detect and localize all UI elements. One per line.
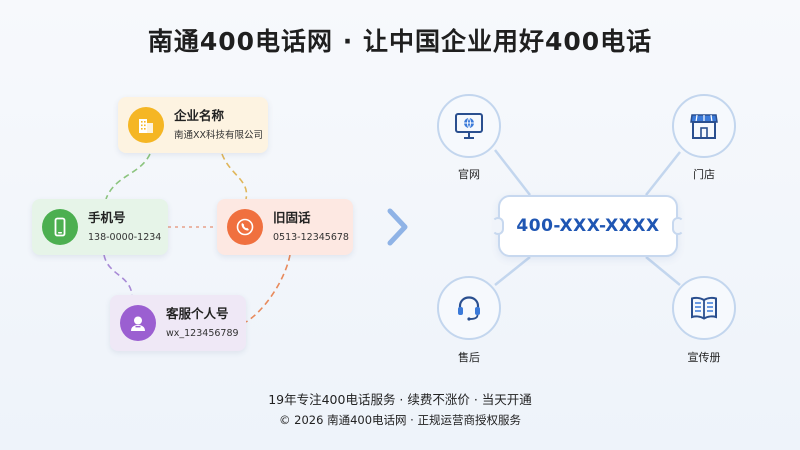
connector-landline-personal [245,254,291,323]
channel-label-site: 官网 [458,168,480,181]
footer-copyright: © 2026 南通400电话网 · 正规运营商授权服务 [279,413,521,427]
connector-hub-store [645,151,681,196]
connector-mobile-personal [103,254,133,296]
chevron-right-icon [387,208,408,246]
source-value: 0513-12345678 [273,232,349,243]
storefront-icon [690,114,718,139]
person-icon [120,305,156,341]
headset-icon [458,296,480,321]
channel-node-store [672,94,736,158]
connector-hub-support [494,256,531,286]
connector-company-landline [221,153,248,200]
source-card-personal: 客服个人号 wx_123456789 [110,295,246,351]
monitor-globe-icon [455,113,483,139]
channel-node-site [437,94,501,158]
open-book-icon [691,296,717,320]
source-name: 手机号 [88,210,126,225]
mobile-phone-icon [42,209,78,245]
telephone-icon [227,209,263,245]
page-title: 南通400电话网 · 让中国企业用好400电话 [147,27,653,56]
ticket-notch-right [672,217,684,235]
connector-hub-site [494,149,531,196]
source-value: 138-0000-1234 [88,232,162,243]
source-name: 客服个人号 [166,306,229,321]
hub-400-number: 400-XXX-XXXX [492,195,684,257]
connector-hub-brochure [645,256,681,286]
building-icon [128,107,164,143]
channel-node-brochure [672,276,736,340]
source-name: 企业名称 [174,108,225,123]
ticket-notch-left [492,217,504,235]
source-card-landline: 旧固话 0513-12345678 [217,199,353,255]
connector-company-mobile [105,153,151,200]
channel-node-support [437,276,501,340]
source-value: wx_123456789 [166,328,239,339]
source-value: 南通XX科技有限公司 [174,130,264,141]
footer-tagline: 19年专注400电话服务 · 续费不涨价 · 当天开通 [268,392,532,407]
hub-number-text: 400-XXX-XXXX [516,216,660,236]
channel-label-brochure: 宣传册 [687,351,721,364]
source-name: 旧固话 [273,210,311,225]
source-card-company: 企业名称 南通XX科技有限公司 [118,97,268,153]
channel-label-support: 售后 [458,351,480,364]
source-card-mobile: 手机号 138-0000-1234 [32,199,168,255]
channel-label-store: 门店 [693,168,715,181]
